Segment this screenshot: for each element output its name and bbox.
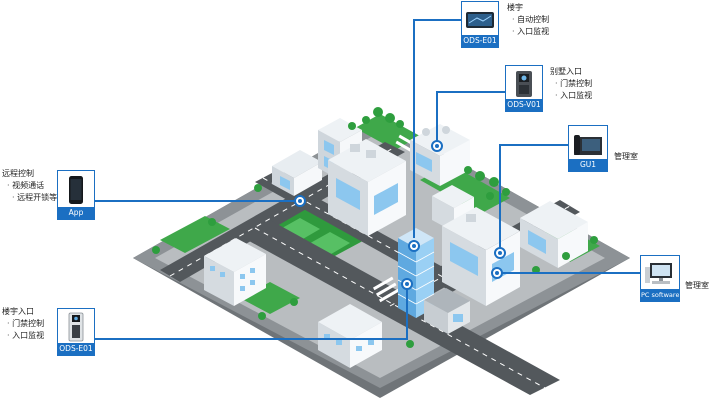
- device-ods-v01: ODS-V01: [505, 65, 543, 112]
- line-ods-e01-top: [413, 19, 461, 238]
- device-ods-e01-bottom: ODS-E01: [57, 308, 95, 356]
- desc-app: 远程控制 视频通话 远程开锁等: [2, 168, 57, 204]
- device-ods-e01-top: ODS-E01: [461, 1, 499, 48]
- device-pc: PC software: [640, 255, 680, 302]
- building-apartment-left: [204, 238, 266, 306]
- building-house-left: [272, 150, 322, 196]
- desc-title: 管理室: [614, 152, 638, 161]
- desc-title: 别墅入口: [550, 67, 582, 76]
- intercom-panel-icon: [61, 312, 91, 342]
- building-bottom: [318, 304, 382, 368]
- device-label: App: [58, 207, 94, 219]
- desc-title: 远程控制: [2, 169, 34, 178]
- line-ods-v01: [436, 91, 505, 146]
- tablet-panel-icon: [465, 5, 495, 34]
- desc-item: 门禁控制: [550, 78, 592, 90]
- trees: [152, 107, 598, 348]
- computer-icon: [644, 259, 676, 288]
- building-office-center: [328, 139, 406, 236]
- desc-item: 自动控制: [507, 14, 549, 26]
- desc-ods-e01-top: 楼宇 自动控制 入口监视: [507, 2, 549, 38]
- device-label: ODS-V01: [506, 99, 542, 111]
- device-app: App: [57, 170, 95, 220]
- desc-title: 楼宇: [507, 3, 523, 12]
- desc-title: 楼宇入口: [2, 307, 34, 316]
- desc-ods-e01-bottom: 楼宇入口 门禁控制 入口监视: [2, 306, 44, 342]
- desc-item: 视频通话: [2, 180, 57, 192]
- desc-item: 入口监视: [2, 330, 44, 342]
- desc-item: 入口监视: [550, 90, 592, 102]
- desc-title: 管理室: [685, 281, 709, 290]
- device-label: GU1: [569, 159, 607, 171]
- device-label: PC software: [641, 289, 679, 301]
- desc-item: 远程开锁等: [2, 192, 57, 204]
- device-gu1: GU1: [568, 125, 608, 172]
- desk-phone-icon: [572, 129, 604, 158]
- desc-item: 门禁控制: [2, 318, 44, 330]
- node-markers: [294, 140, 506, 290]
- desc-ods-v01: 别墅入口 门禁控制 入口监视: [550, 66, 592, 102]
- smartphone-icon: [61, 174, 91, 206]
- device-label: ODS-E01: [462, 35, 498, 47]
- door-station-icon: [509, 69, 539, 98]
- desc-item: 入口监视: [507, 26, 549, 38]
- lawn-top: [355, 114, 420, 150]
- line-ods-e01-bottom: [95, 284, 408, 340]
- line-gu1: [499, 144, 568, 253]
- building-guard-hut: [424, 288, 470, 334]
- building-villa: [410, 124, 470, 186]
- device-label: ODS-E01: [58, 343, 94, 355]
- building-glass-tower: [397, 228, 435, 318]
- desc-gu1: 管理室: [614, 151, 638, 163]
- desc-pc: 管理室: [685, 280, 709, 292]
